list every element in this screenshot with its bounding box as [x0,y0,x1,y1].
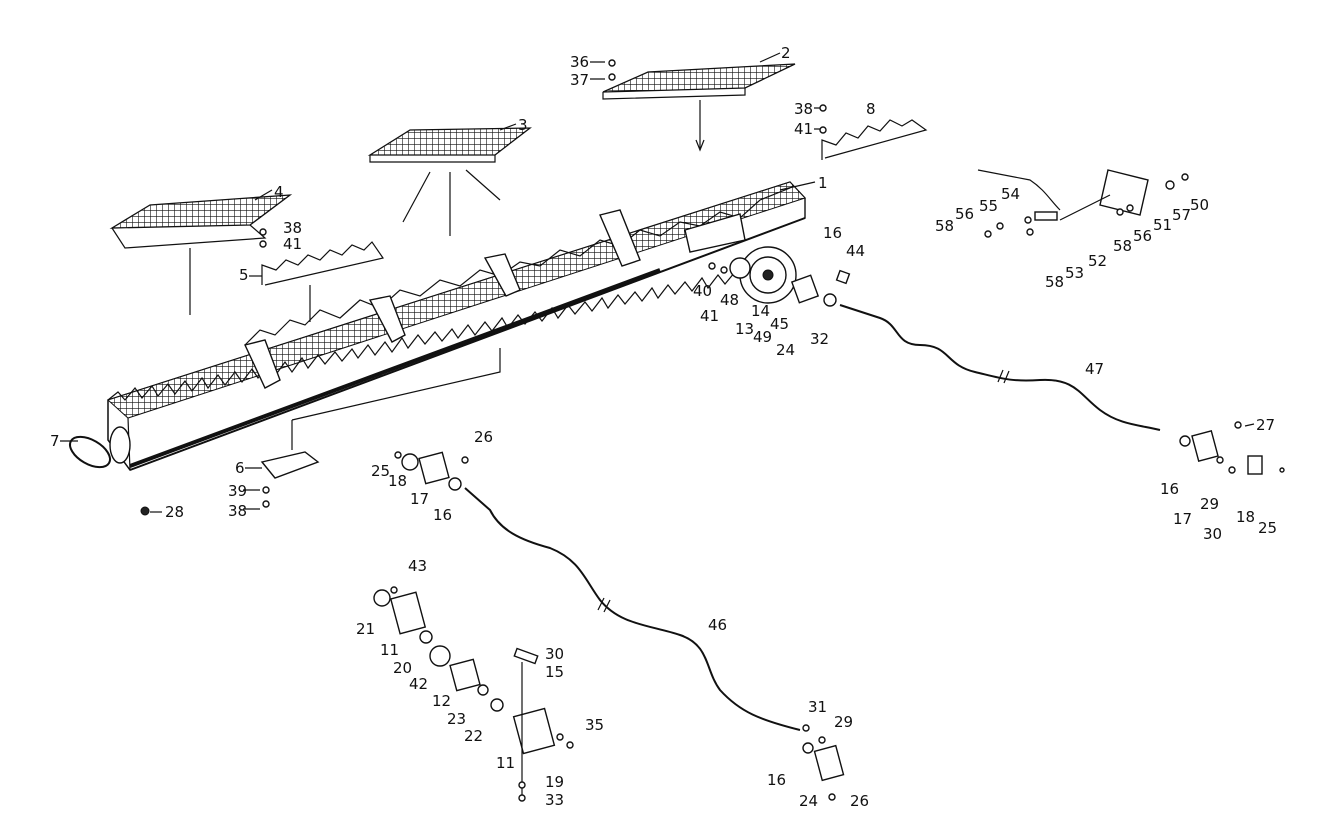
label-39: 39 [228,482,247,500]
bearing-assembly-upper [394,451,469,491]
label-44: 44 [846,242,865,260]
label-8: 8 [866,100,876,118]
label-13: 13 [735,320,754,338]
label-31: 31 [808,698,827,716]
label-43: 43 [408,557,427,575]
label-32: 32 [810,330,829,348]
label-53: 53 [1065,264,1084,282]
label-29b: 29 [834,713,853,731]
label-30b: 30 [545,645,564,663]
main-trough [107,181,806,471]
shaft-47 [839,304,1161,431]
label-30a: 30 [1203,525,1222,543]
label-15: 15 [545,663,564,681]
label-23: 23 [447,710,466,728]
label-11a: 11 [380,641,399,659]
label-16d: 16 [767,771,786,789]
label-29a: 29 [1200,495,1219,513]
label-47: 47 [1085,360,1104,378]
label-28: 28 [165,503,184,521]
part-labels: 1 2 3 4 5 6 7 8 11 11 12 13 14 15 16 16 … [50,44,1277,810]
label-4: 4 [274,183,284,201]
label-41a: 41 [794,120,813,138]
label-58a: 58 [935,217,954,235]
label-12: 12 [432,692,451,710]
label-35: 35 [585,716,604,734]
label-18a: 18 [388,472,407,490]
label-51: 51 [1153,216,1172,234]
label-38c: 38 [228,502,247,520]
label-37: 37 [570,71,589,89]
label-33: 33 [545,791,564,809]
panel-2 [602,63,796,152]
toothed-strip-5 [261,241,384,322]
label-14: 14 [751,302,770,320]
label-22: 22 [464,727,483,745]
label-11b: 11 [496,754,515,772]
label-49: 49 [753,328,772,346]
label-56a: 56 [955,205,974,223]
label-25a: 25 [371,462,390,480]
label-45: 45 [770,315,789,333]
bearing-assembly-lower [373,586,574,802]
label-2: 2 [781,44,791,62]
bearing-assembly-46-end [802,724,845,801]
label-24a: 24 [776,341,795,359]
label-46: 46 [708,616,727,634]
label-20: 20 [393,659,412,677]
label-56b: 56 [1133,227,1152,245]
label-16c: 16 [433,506,452,524]
label-17a: 17 [410,490,429,508]
label-6: 6 [235,459,245,477]
small-hardware [140,59,827,516]
label-26b: 26 [850,792,869,809]
cover-6 [260,348,501,479]
shaft-46 [464,487,801,731]
right-bearing-assembly [1179,421,1285,475]
label-38b: 38 [283,219,302,237]
label-36: 36 [570,53,589,71]
label-19: 19 [545,773,564,791]
panel-4 [109,194,293,315]
drive-sprocket-13 [708,246,851,307]
label-38a: 38 [794,100,813,118]
label-18b: 18 [1236,508,1255,526]
label-17b: 17 [1173,510,1192,528]
label-1: 1 [818,174,828,192]
label-40: 40 [693,282,712,300]
label-48: 48 [720,291,739,309]
panel-3 [367,127,532,236]
label-58c: 58 [1045,273,1064,291]
label-3: 3 [518,116,528,134]
label-5: 5 [239,266,249,284]
label-21: 21 [356,620,375,638]
label-25b: 25 [1258,519,1277,537]
label-55: 55 [979,197,998,215]
label-26a: 26 [474,428,493,446]
label-52: 52 [1088,252,1107,270]
label-57: 57 [1172,206,1191,224]
label-7: 7 [50,432,60,450]
label-58b: 58 [1113,237,1132,255]
leader-lines [60,52,1255,513]
label-27: 27 [1256,416,1275,434]
label-42: 42 [409,675,428,693]
label-16b: 16 [1160,480,1179,498]
linkage-assembly [977,169,1189,238]
label-24b: 24 [799,792,818,809]
label-41c: 41 [700,307,719,325]
toothed-strip-8 [821,119,928,160]
label-50: 50 [1190,196,1209,214]
label-16a: 16 [823,224,842,242]
label-54: 54 [1001,185,1020,203]
label-41b: 41 [283,235,302,253]
